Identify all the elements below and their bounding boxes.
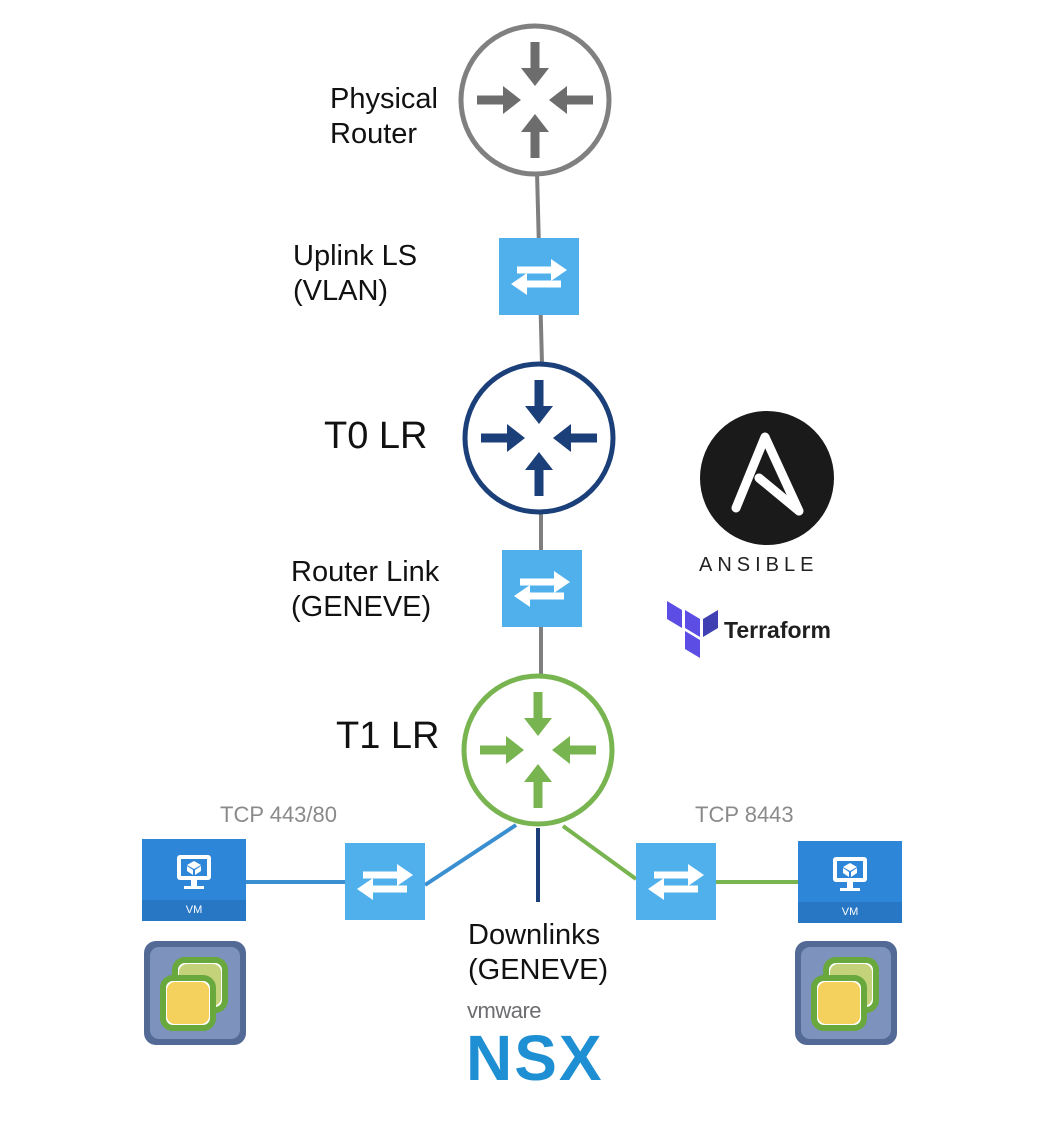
- router-link-switch-icon: [502, 550, 582, 627]
- vm-left-badge: VM: [185, 904, 203, 916]
- physical-router-label-line1: Physical: [330, 83, 438, 115]
- vcenter-right-icon: [795, 941, 897, 1045]
- router-link-label-line1: Router Link: [291, 556, 440, 588]
- vcenter-left-icon: [144, 941, 246, 1045]
- uplink-ls-label: Uplink LS (VLAN): [293, 239, 417, 309]
- vm-right-badge: VM: [841, 906, 859, 918]
- tcp-right-label: TCP 8443: [695, 802, 794, 827]
- terraform-logo-icon: [667, 601, 718, 658]
- physical-router-icon: [458, 23, 612, 177]
- terraform-wordmark: Terraform: [724, 617, 831, 643]
- downlink-right-line: [561, 824, 638, 881]
- router-link-label-line2: (GENEVE): [291, 590, 432, 623]
- downlinks-label-line2: (GENEVE): [468, 953, 609, 986]
- t0-router-icon: [462, 361, 616, 515]
- t0-lr-label: T0 LR: [324, 415, 428, 457]
- nsx-wordmark: NSX: [466, 1022, 604, 1094]
- ansible-logo-icon: [700, 411, 834, 545]
- physical-router-label: Physical Router: [330, 82, 438, 152]
- t1-router-icon: [461, 673, 615, 827]
- uplink-ls-label-line1: Uplink LS: [293, 240, 418, 272]
- downlink-right-switch-icon: [636, 843, 716, 920]
- downlink-left-line: [423, 823, 518, 887]
- downlink-left-switch-icon: [345, 843, 425, 920]
- router-link-label: Router Link (GENEVE): [291, 555, 439, 625]
- downlinks-label-line1: Downlinks: [468, 919, 601, 951]
- uplink-switch-icon: [499, 238, 579, 315]
- ansible-wordmark: ANSIBLE: [699, 554, 819, 576]
- downlinks-label: Downlinks (GENEVE): [468, 918, 608, 988]
- t1-lr-label: T1 LR: [336, 715, 440, 757]
- uplink-ls-label-line2: (VLAN): [293, 274, 389, 307]
- vmware-wordmark: vmware: [467, 998, 542, 1023]
- tcp-left-label: TCP 443/80: [220, 802, 338, 827]
- physical-router-label-line2: Router: [330, 117, 418, 150]
